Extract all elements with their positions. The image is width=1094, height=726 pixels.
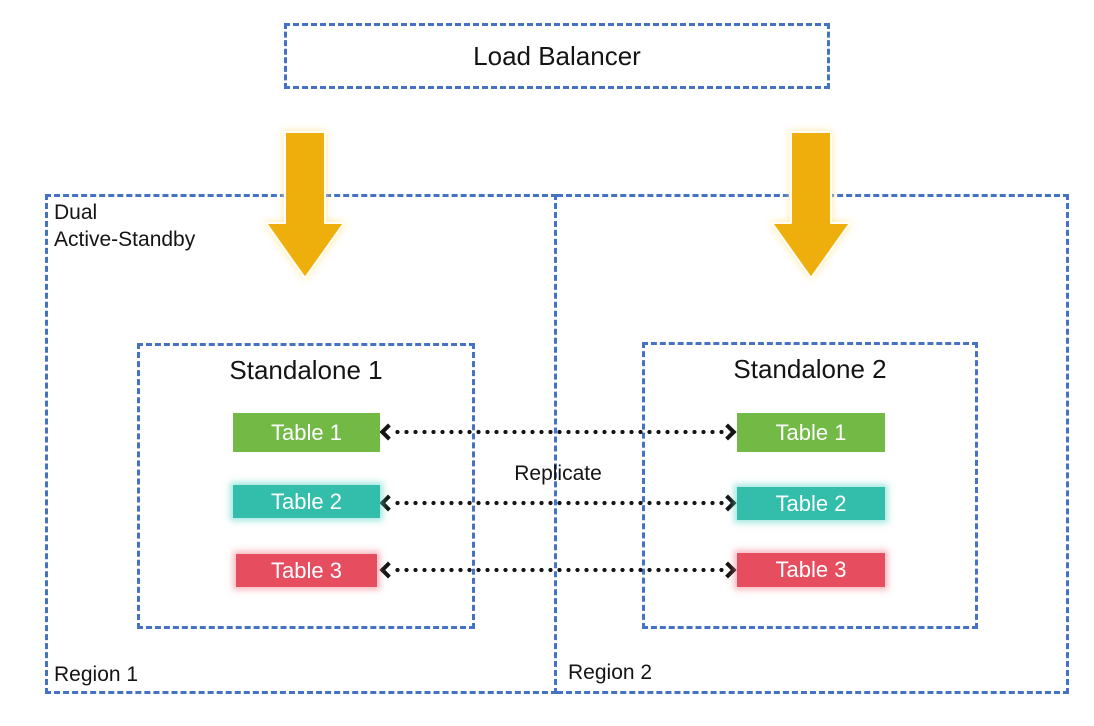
standalone-2-table-2: Table 2	[737, 487, 885, 520]
standalone-1-table-2: Table 2	[233, 485, 380, 518]
replication-arrow-table-2	[379, 493, 737, 513]
arrowhead-left-icon	[379, 561, 397, 579]
standalone-1-table-1: Table 1	[233, 413, 380, 452]
down-arrow-shape	[771, 131, 851, 279]
replication-arrow-table-3	[379, 560, 737, 580]
arrowhead-right-icon	[719, 423, 737, 441]
standalone-1-box: Standalone 1	[137, 343, 475, 629]
standalone-1-title: Standalone 1	[229, 355, 383, 385]
standalone-2-table-3: Table 3	[737, 553, 885, 587]
replicate-label: Replicate	[514, 462, 602, 485]
dotted-line	[391, 567, 725, 573]
dual-active-standby-label: Dual Active-Standby	[54, 199, 195, 253]
down-arrow-icon-right	[771, 131, 851, 279]
arrowhead-right-icon	[719, 494, 737, 512]
down-arrow-icon-left	[265, 131, 345, 279]
arrowhead-right-icon	[719, 561, 737, 579]
dotted-line	[391, 500, 725, 506]
region-1-label: Region 1	[54, 663, 139, 686]
dotted-line	[391, 429, 725, 435]
arrowhead-left-icon	[379, 423, 397, 441]
arrowhead-left-icon	[379, 494, 397, 512]
dual-active-standby-label-line1: Dual	[54, 201, 98, 224]
replication-arrow-table-1	[379, 422, 737, 442]
standalone-2-title: Standalone 2	[733, 354, 887, 384]
dual-active-standby-label-line2: Active-Standby	[54, 228, 196, 251]
standalone-2-box: Standalone 2	[642, 342, 978, 629]
region-2-label: Region 2	[568, 661, 653, 684]
load-balancer-label: Load Balancer	[473, 40, 641, 71]
standalone-2-table-1: Table 1	[737, 413, 885, 452]
standalone-1-table-3: Table 3	[236, 554, 377, 587]
load-balancer-box: Load Balancer	[284, 23, 830, 89]
down-arrow-shape	[265, 131, 345, 279]
